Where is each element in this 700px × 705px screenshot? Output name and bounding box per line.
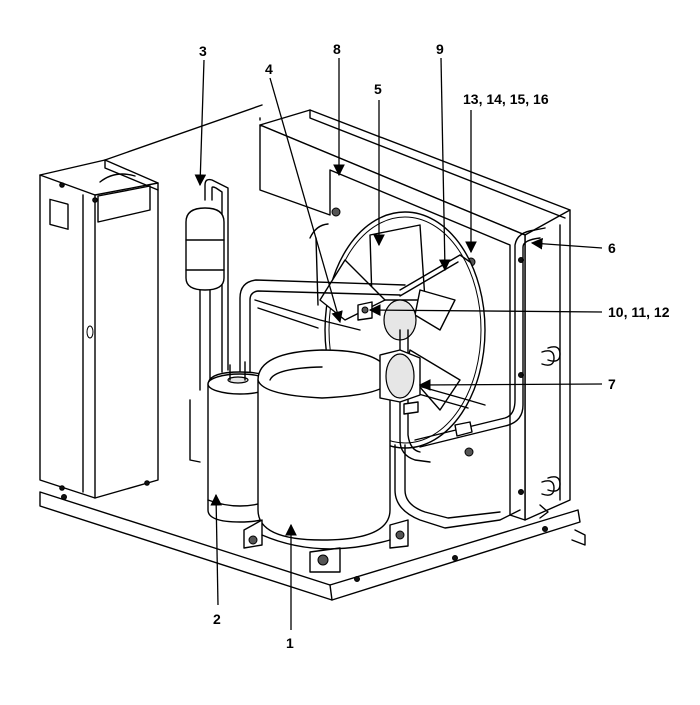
condenser-panel (259, 109, 571, 521)
callout-8: 8 (333, 41, 341, 57)
compressor (243, 349, 421, 573)
callout-1: 1 (286, 635, 294, 651)
refrigerant-piping (239, 223, 546, 529)
callout-9: 9 (436, 41, 444, 57)
callout-5: 5 (374, 81, 382, 97)
callout-2: 2 (213, 611, 221, 627)
callout-7: 7 (608, 376, 616, 392)
callout-13-16: 13, 14, 15, 16 (463, 91, 549, 107)
electrical-box (39, 159, 159, 499)
base-plate (39, 117, 586, 601)
callout-3: 3 (199, 43, 207, 59)
leader-lines (194, 57, 603, 630)
accumulator (207, 361, 273, 523)
callout-4: 4 (265, 61, 273, 77)
callout-10-12: 10, 11, 12 (608, 304, 670, 320)
filter-drier (185, 178, 229, 391)
rear-wall (104, 104, 263, 463)
callout-6: 6 (608, 240, 616, 256)
